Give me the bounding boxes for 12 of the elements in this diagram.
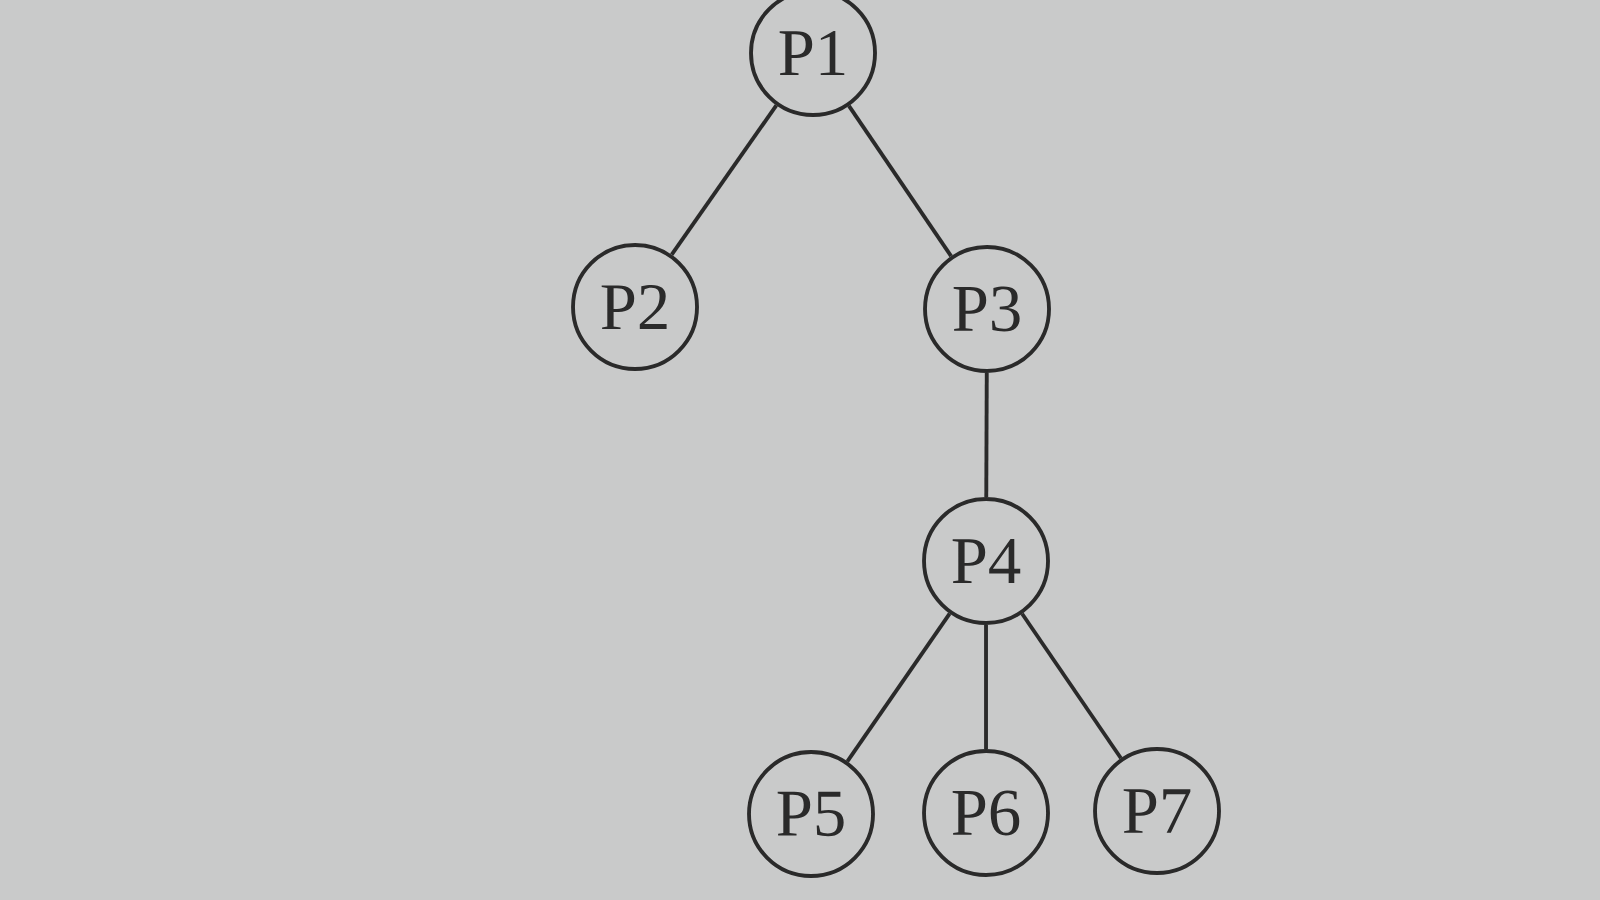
circle-node: P7 [1093, 747, 1221, 875]
circle-node: P3 [923, 245, 1051, 373]
circle-node: P6 [922, 749, 1050, 877]
connector-line [1020, 612, 1123, 760]
connector-line [845, 612, 952, 763]
connector-line [847, 104, 953, 258]
circle-node: P5 [747, 750, 875, 878]
connector-line [984, 624, 988, 750]
circle-node: P2 [571, 243, 699, 371]
circle-node: P4 [922, 497, 1050, 625]
connector-line [984, 372, 989, 498]
connector-line [670, 104, 778, 256]
